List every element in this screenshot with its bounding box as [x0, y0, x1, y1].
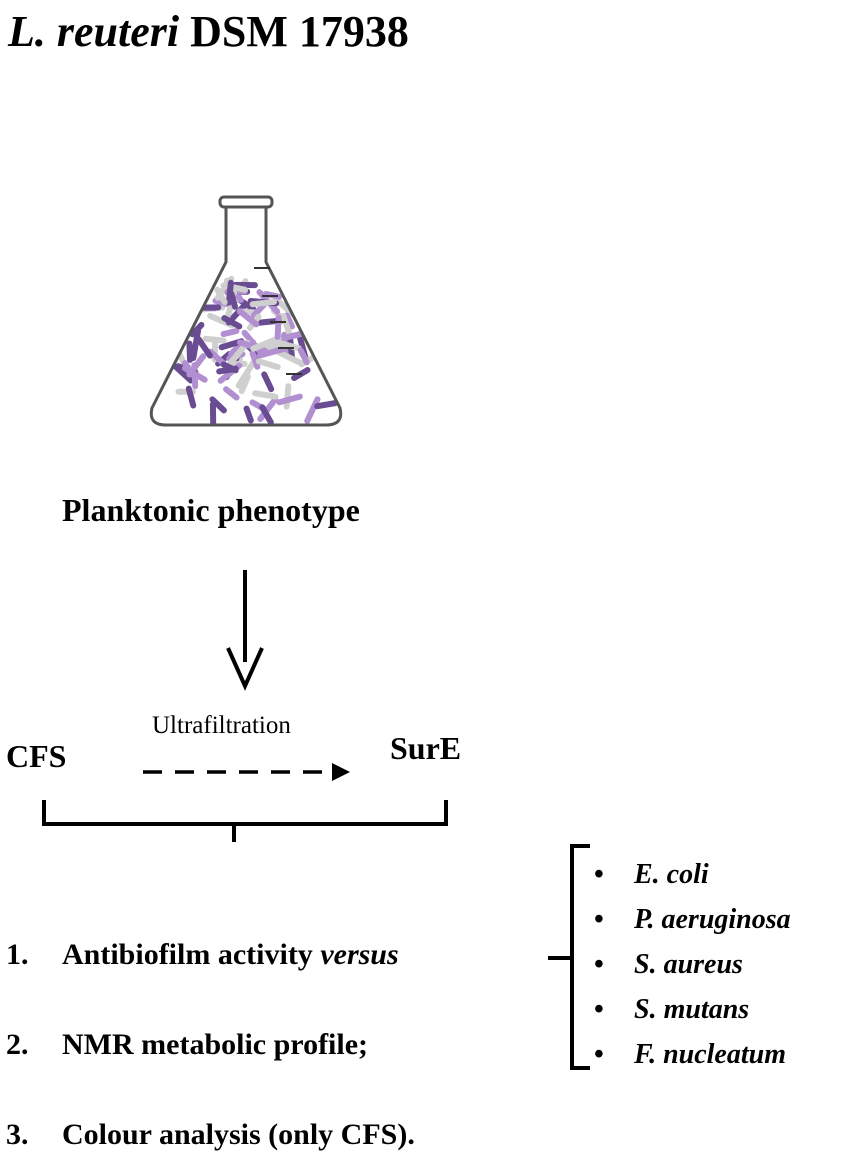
bacterium-shape	[235, 360, 256, 389]
title-strain: DSM 17938	[190, 7, 409, 56]
list-item: • P. aeruginosa	[594, 897, 791, 942]
ultrafiltration-arrow	[143, 763, 350, 781]
bullet-icon: •	[594, 949, 604, 980]
bacterium-shape	[280, 312, 294, 340]
bacterium-shape	[259, 404, 274, 425]
step-number: 2.	[6, 1028, 29, 1061]
bacterium-shape	[257, 396, 279, 423]
bullet-icon: •	[594, 904, 604, 935]
organism-name: S. aureus	[634, 949, 743, 980]
bacterium-shape	[195, 336, 213, 359]
bacterium-shape	[189, 321, 205, 338]
step-number: 3.	[6, 1118, 29, 1151]
cfs-sure-bracket	[42, 800, 448, 842]
organism-name: P. aeruginosa	[634, 904, 791, 935]
organism-name: F. nucleatum	[634, 1039, 786, 1070]
list-item: • S. mutans	[594, 987, 791, 1032]
step-text: NMR metabolic profile;	[62, 1028, 369, 1061]
step-number: 1.	[6, 938, 29, 971]
bullet-icon: •	[594, 1039, 604, 1070]
bacterium-shape	[216, 365, 239, 375]
bacterium-shape	[209, 396, 227, 414]
flask-illustration	[149, 195, 343, 427]
bacterium-shape	[238, 373, 251, 395]
step-1: 1. Antibiofilm activity versus	[6, 938, 399, 972]
bacterium-shape	[228, 342, 243, 357]
bacterium-shape	[314, 400, 339, 410]
bacteria-culture	[173, 275, 339, 425]
bacterium-shape	[186, 340, 194, 363]
sure-label: SurE	[390, 730, 462, 766]
organism-list: • E. coli • P. aeruginosa • S. aureus • S. m…	[594, 852, 791, 1077]
bacterium-shape	[228, 290, 239, 310]
bacterium-shape	[207, 348, 227, 367]
step-text: Antibiofilm activity	[62, 938, 321, 971]
bacterium-shape	[214, 286, 228, 306]
list-item: • F. nucleatum	[594, 1032, 791, 1077]
step-text: Colour analysis (only CFS).	[62, 1118, 415, 1151]
bacterium-shape	[274, 314, 282, 340]
flask-label: Planktonic phenotype	[62, 492, 360, 528]
bacterium-shape	[223, 386, 240, 401]
flask-outline	[149, 205, 343, 427]
bullet-icon: •	[594, 859, 604, 890]
bacterium-shape	[252, 390, 279, 400]
bacterium-shape	[304, 396, 321, 424]
list-item: • E. coli	[594, 852, 791, 897]
bacterium-shape	[185, 385, 197, 409]
process-label: Ultrafiltration	[152, 712, 291, 739]
cfs-label: CFS	[6, 738, 67, 774]
bacterium-shape	[250, 335, 282, 352]
bacterium-shape	[221, 315, 243, 330]
bacterium-shape	[275, 348, 304, 367]
bacterium-shape	[255, 358, 281, 371]
bacterium-shape	[243, 405, 254, 424]
bacterium-shape	[220, 328, 240, 338]
bacterium-shape	[236, 308, 260, 328]
list-item: • S. aureus	[594, 942, 791, 987]
step-2: 2. NMR metabolic profile;	[6, 1028, 368, 1062]
down-arrow	[226, 570, 264, 691]
bacterium-shape	[297, 347, 310, 366]
bacterium-shape	[277, 330, 308, 342]
bullet-icon: •	[594, 994, 604, 1025]
bacterium-shape	[261, 371, 275, 393]
flask-graduation-marks	[254, 267, 302, 375]
organism-name: S. mutans	[634, 994, 750, 1025]
flask-rim	[218, 195, 274, 209]
bacterium-shape	[202, 335, 227, 344]
bacterium-shape	[276, 393, 303, 406]
title-species: L. reuteri	[8, 7, 180, 56]
bacterium-shape	[190, 327, 202, 361]
organism-name: E. coli	[634, 859, 709, 890]
organism-bracket	[548, 844, 590, 1070]
bacterium-shape	[277, 340, 302, 352]
bacterium-shape	[249, 298, 277, 308]
step-3: 3. Colour analysis (only CFS).	[6, 1118, 415, 1152]
bacterium-shape	[249, 350, 261, 370]
diagram-title: L. reuteri DSM 17938	[8, 6, 409, 57]
bacterium-shape	[186, 353, 207, 378]
step-italic: versus	[320, 938, 399, 971]
bacterium-shape	[224, 301, 235, 320]
bacterium-shape	[256, 345, 287, 359]
bacterium-shape	[283, 312, 295, 330]
bacterium-shape	[283, 383, 292, 410]
